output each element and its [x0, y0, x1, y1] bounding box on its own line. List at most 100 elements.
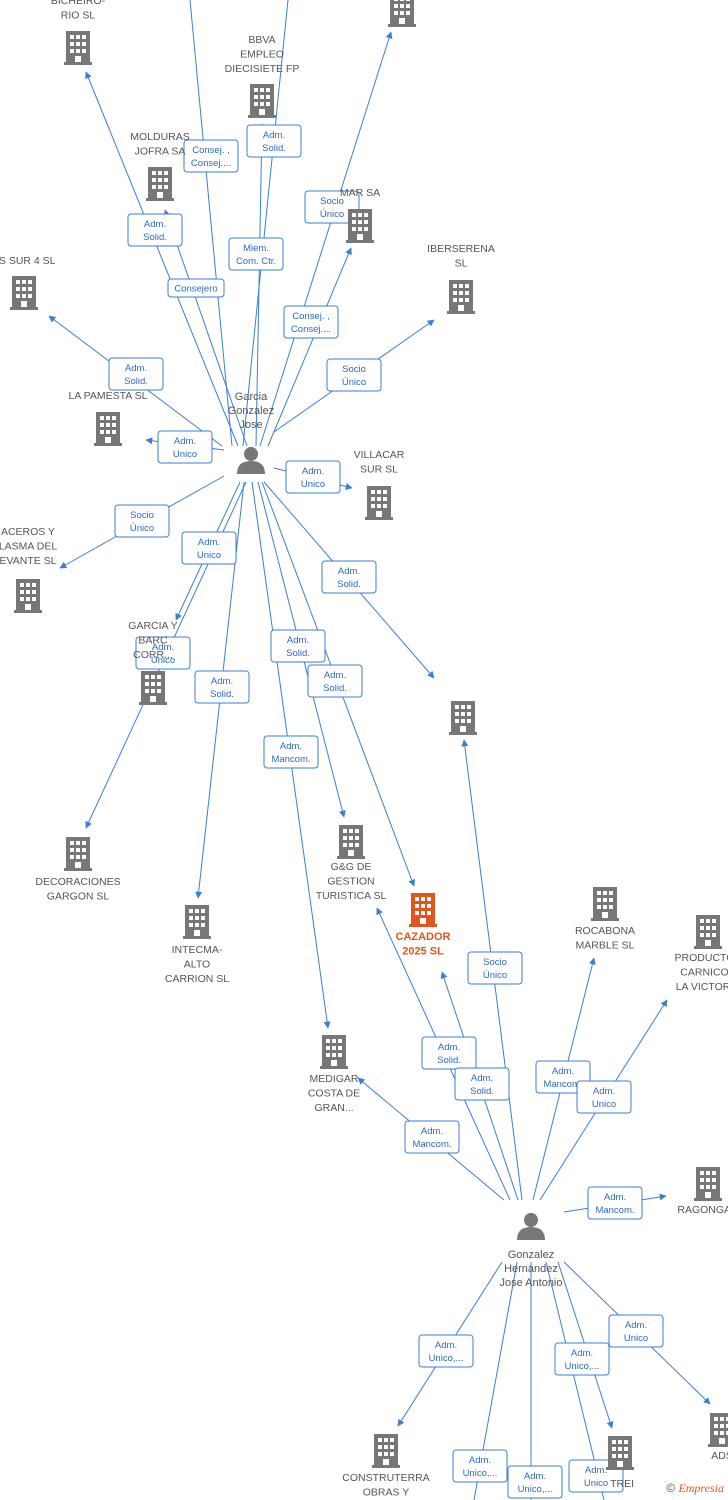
company-node[interactable]: ADS [708, 1413, 728, 1462]
relation-label[interactable]: Adm.Mancom. [263, 735, 319, 769]
relation-label[interactable]: Miem.Com. Ctr. [228, 237, 284, 271]
company-name: GESTION [327, 876, 374, 888]
relation-label-text: Solid. [262, 143, 286, 154]
relation-edge [267, 247, 352, 447]
company-name: SL [455, 258, 468, 270]
relation-label[interactable]: Adm.Solid. [421, 1036, 477, 1070]
relation-label-box [114, 504, 170, 538]
company-name: CARNICOS [680, 967, 728, 979]
company-node[interactable]: GARCIA YBARCCORR... [128, 620, 178, 705]
company-node[interactable]: RAGONGAR [677, 1167, 728, 1216]
company-node[interactable]: POTOÑO SL [432, 0, 494, 735]
company-name: DIECISIETE FP [225, 63, 300, 75]
relation-label-box [194, 670, 250, 704]
relation-label-box [167, 278, 225, 298]
relation-label[interactable]: Adm.Unico,... [452, 1449, 508, 1483]
relation-label[interactable]: Adm.Solid. [321, 560, 377, 594]
relation-label-text: Unico [173, 449, 197, 460]
building-icon [64, 31, 92, 65]
relation-label[interactable]: Consejero [167, 278, 225, 298]
building-icon [337, 825, 365, 859]
relation-label[interactable]: Adm.Unico [608, 1314, 664, 1348]
relation-label[interactable]: Adm.Unico [135, 636, 191, 670]
relation-label[interactable]: Adm. Solid. [307, 664, 363, 698]
relation-label[interactable]: Consej. ,Consej.... [183, 139, 239, 173]
relation-label-text: Unico [301, 479, 325, 490]
relation-label-text: Solid. [210, 689, 234, 700]
building-icon [346, 209, 374, 243]
company-node[interactable]: MAR SA [340, 187, 380, 243]
relation-label[interactable]: Adm.Solid. [108, 357, 164, 391]
company-node[interactable] [388, 0, 416, 27]
relation-label[interactable]: Adm.Solid. [270, 629, 326, 663]
building-icon [372, 1434, 400, 1468]
building-icon [449, 701, 477, 735]
company-name: BARC [138, 635, 168, 647]
building-icon [409, 893, 437, 927]
relation-label-text: Socio [130, 510, 154, 521]
relation-labels-layer: Consej. ,Consej.... Adm. Solid. Adm. Solid. S… [108, 124, 664, 1499]
relation-label-text: Solid. [124, 376, 148, 387]
relation-label-text: Consej.... [291, 324, 331, 335]
company-node[interactable]: BICHEIRO- RIO SL [51, 0, 106, 65]
relation-label-box [246, 124, 302, 158]
relation-edge [163, 209, 248, 447]
relation-label-box [576, 1080, 632, 1114]
relation-label[interactable]: Adm.Unico,... [418, 1334, 474, 1368]
building-icon [94, 412, 122, 446]
company-name: TS SUR 4 SL [0, 255, 56, 267]
relation-label[interactable]: Adm.Mancom. [404, 1120, 460, 1154]
company-node[interactable]: LA PAMESTA SL [69, 390, 148, 446]
relation-label-text: Unico [197, 550, 221, 561]
relation-label[interactable]: Adm.Solid. [127, 213, 183, 247]
relation-label[interactable]: Adm.Solid. [194, 670, 250, 704]
relation-label-text: Unico [584, 1478, 608, 1489]
relation-label-box [181, 531, 237, 565]
company-name: RIO SL [61, 10, 96, 22]
relation-label-box [321, 560, 377, 594]
relation-label[interactable]: Adm.Unico,... [507, 1465, 563, 1499]
relation-label-text: Miem. [243, 243, 269, 254]
relation-label[interactable]: Adm.Unico [285, 460, 341, 494]
relation-label-text: Adm. [324, 670, 346, 681]
relation-label[interactable]: Adm.Mancom. [587, 1186, 643, 1220]
company-node[interactable]: PRODUCTOSCARNICOSLA VICTORIA [675, 915, 728, 993]
relation-label-text: Solid. [323, 683, 347, 694]
relation-label[interactable]: Adm.Solid. [454, 1067, 510, 1101]
company-name: ALTO [184, 959, 210, 971]
relation-label[interactable]: Adm.Solid. [246, 124, 302, 158]
company-node[interactable]: TS SUR 4 SL [0, 255, 56, 310]
building-icon [365, 486, 393, 520]
relation-label-text: Solid. [286, 648, 310, 659]
relation-label-text: Solid. [143, 232, 167, 243]
relation-label[interactable]: Adm.Unico,... [554, 1342, 610, 1376]
building-icon [694, 1167, 722, 1201]
company-name: BICHEIRO- [51, 0, 106, 7]
relation-label[interactable]: Adm. Unico [181, 531, 237, 565]
relation-label[interactable]: Consej. ,Consej.... [283, 305, 339, 339]
relation-label[interactable]: Adm.Unico [576, 1080, 632, 1114]
building-icon [248, 84, 276, 118]
brand-name[interactable]: Empresia [678, 1481, 724, 1495]
relation-label-text: Adm. [198, 537, 220, 548]
company-node[interactable]: TREI [606, 1436, 634, 1490]
relation-label[interactable]: Adm.Unico [157, 430, 213, 464]
